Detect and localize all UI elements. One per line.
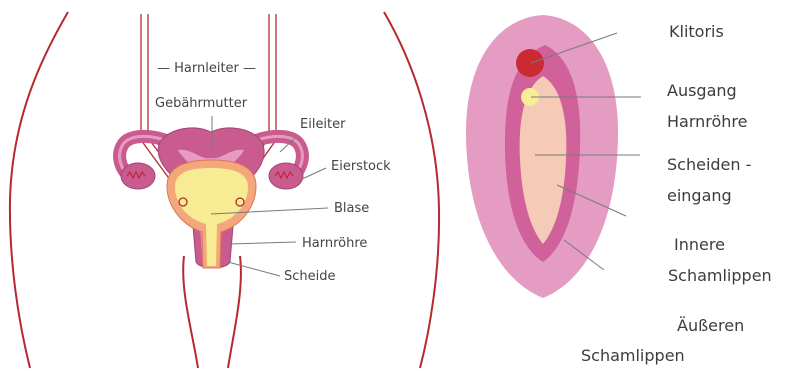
label-scheide: Scheide (282, 270, 338, 283)
label-klitoris: Klitoris (669, 19, 724, 44)
label-aeussere-line1: Äußeren (677, 313, 744, 338)
label-ausgang-harnroehre: Ausgang Harnröhre (667, 78, 748, 134)
label-eileiter: Eileiter (298, 118, 348, 131)
label-innere-line2: Schamlippen (668, 263, 772, 288)
label-scheideneingang: Scheiden - eingang (667, 152, 751, 208)
body-outline-right (384, 12, 439, 368)
label-aeussere-line2: Schamlippen (581, 343, 685, 368)
body-outline-left (10, 12, 68, 368)
label-harnleiter-text: Harnleiter (174, 61, 239, 76)
leg-outline-right (228, 256, 241, 368)
label-harnleiter: — Harnleiter — (155, 62, 258, 75)
label-eierstock: Eierstock (329, 160, 393, 173)
leg-outline-left (183, 256, 198, 368)
label-innere-schamlippen: Innere Schamlippen (668, 232, 772, 288)
label-blase: Blase (332, 202, 371, 215)
label-scheideneingang-line1: Scheiden - (667, 152, 751, 177)
label-ausgang-line2: Harnröhre (667, 109, 748, 134)
label-gebaermutter: Gebährmutter (153, 97, 249, 110)
clitoris (516, 49, 544, 77)
label-harnroehre: Harnröhre (300, 237, 369, 250)
label-ausgang-line1: Ausgang (667, 78, 748, 103)
label-scheideneingang-line2: eingang (667, 183, 751, 208)
label-innere-line1: Innere (668, 232, 772, 257)
